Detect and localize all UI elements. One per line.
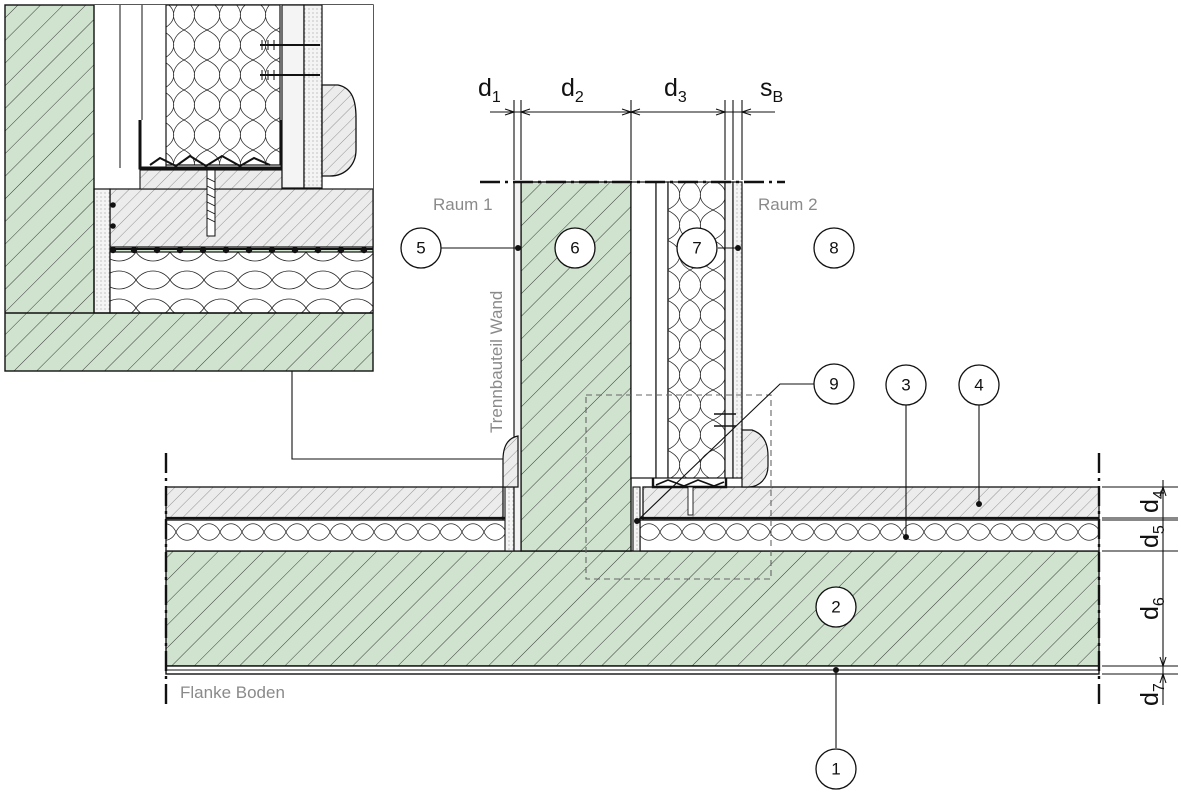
dim-d3-label: d3	[664, 74, 687, 106]
svg-text:8: 8	[829, 239, 838, 258]
main-section	[164, 100, 1178, 748]
svg-text:4: 4	[974, 376, 983, 395]
callout-9: 9	[813, 363, 855, 405]
floor-flank-label: Flanke Boden	[180, 683, 285, 702]
callout-7: 7	[676, 227, 718, 269]
svg-text:1: 1	[831, 760, 840, 779]
detail-frame	[585, 394, 772, 580]
callout-4: 4	[958, 364, 1000, 406]
callout-6: 6	[554, 227, 596, 269]
wall-vertical-label: Trennbauteil Wand	[487, 291, 506, 433]
callout-3: 3	[885, 364, 927, 406]
leaders	[441, 245, 982, 748]
inset-detail	[4, 4, 374, 372]
dim-d7-label: d7	[1136, 683, 1168, 706]
top-dimensions	[490, 100, 775, 180]
dim-d2-label: d2	[561, 74, 584, 106]
svg-text:3: 3	[901, 376, 910, 395]
dim-d1-label: d1	[478, 74, 501, 106]
svg-text:5: 5	[416, 239, 425, 258]
dim-d4-label: d4	[1136, 490, 1168, 513]
dim-d5-label: d5	[1136, 525, 1168, 548]
callout-8: 8	[813, 227, 855, 269]
svg-text:7: 7	[692, 239, 701, 258]
callout-5: 5	[400, 227, 442, 269]
inset-connector	[291, 371, 586, 460]
room2-label: Raum 2	[758, 195, 818, 214]
callout-2: 2	[815, 586, 857, 628]
dim-d6-label: d6	[1136, 597, 1168, 620]
callout-1: 1	[815, 748, 857, 790]
svg-text:2: 2	[831, 598, 840, 617]
right-dimensions	[1102, 480, 1178, 705]
svg-text:9: 9	[829, 375, 838, 394]
dim-sB-label: sB	[760, 74, 783, 106]
room1-label: Raum 1	[433, 195, 493, 214]
svg-text:6: 6	[570, 239, 579, 258]
